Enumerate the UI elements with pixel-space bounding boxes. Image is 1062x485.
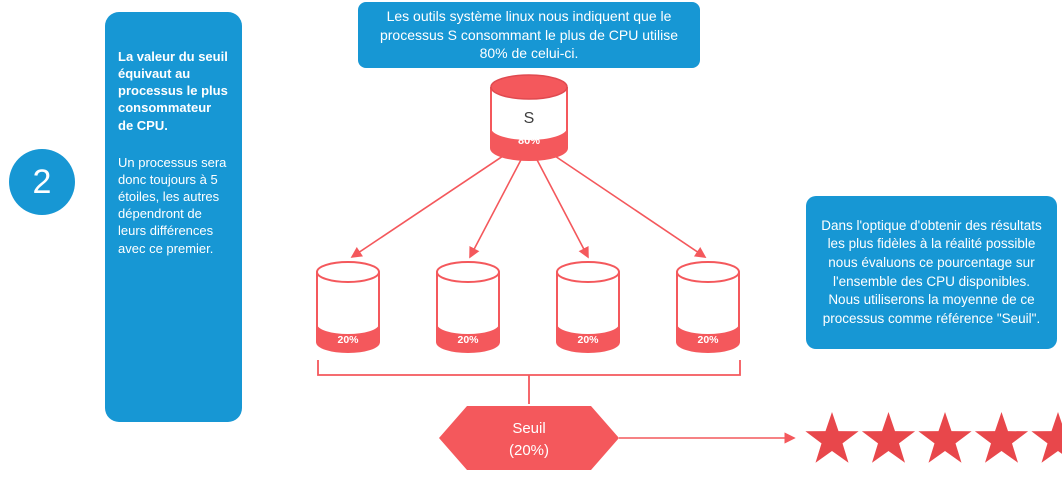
arrow-to-cylinder-3: [534, 155, 589, 259]
small-cylinder-3: 20%: [556, 261, 620, 353]
small-cylinder-2: 20%: [436, 261, 500, 353]
main-cylinder-value: 80%: [518, 135, 540, 147]
left-note-bold-text: La valeur du seuil équivaut au processus…: [118, 49, 228, 133]
small-cylinder-3-value: 20%: [577, 334, 599, 346]
small-cylinder-4-value: 20%: [697, 334, 719, 346]
star-icon: [974, 412, 1029, 463]
fanout-arrows: [350, 149, 707, 259]
main-cylinder-top: [490, 74, 568, 100]
star-icon: [1031, 412, 1062, 463]
top-callout-text: Les outils système linux nous indiquent …: [379, 7, 679, 62]
small-cylinder-4: 20%: [676, 261, 740, 353]
step-number-badge: 2: [9, 149, 75, 215]
small-cylinder-1-value: 20%: [337, 334, 359, 346]
arrow-to-cylinder-4: [545, 149, 707, 258]
arrow-to-cylinder-2: [469, 155, 524, 259]
main-cylinder: S 80%: [490, 74, 568, 161]
seuil-hexagon-title: Seuil: [512, 420, 545, 437]
star-icon: [918, 412, 972, 463]
main-cylinder-label: S: [524, 110, 535, 127]
step-number: 2: [32, 162, 52, 201]
top-callout: Les outils système linux nous indiquent …: [358, 2, 700, 68]
star-rating: [805, 412, 1062, 463]
small-cylinder-2-value: 20%: [457, 334, 479, 346]
grouping-bracket: [317, 360, 741, 404]
star-icon: [805, 412, 859, 463]
arrow-to-cylinder-1: [350, 149, 513, 258]
seuil-hexagon: Seuil (20%): [439, 406, 619, 470]
right-note-text: Dans l'optique d'obtenir des résultats l…: [821, 217, 1042, 326]
right-note-panel: Dans l'optique d'obtenir des résultats l…: [806, 196, 1057, 349]
left-note-body-text: Un processus sera donc toujours à 5 étoi…: [118, 154, 227, 256]
star-icon: [861, 412, 916, 463]
seuil-hexagon-value: (20%): [509, 442, 549, 459]
small-cylinder-1: 20%: [316, 261, 380, 353]
left-note-panel: La valeur du seuil équivaut au processus…: [105, 12, 242, 422]
